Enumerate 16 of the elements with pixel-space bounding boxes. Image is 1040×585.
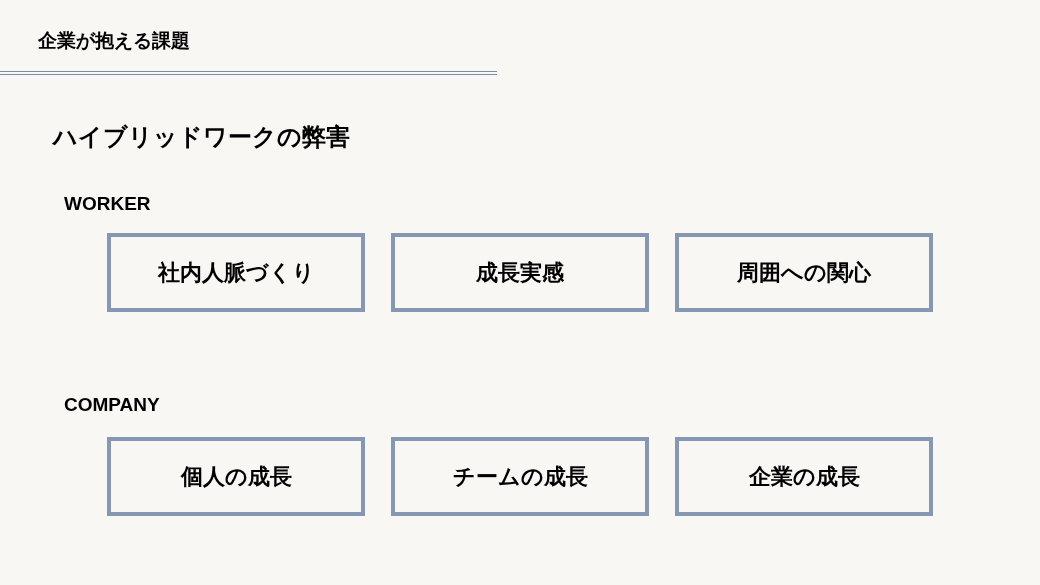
box-label: 個人の成長 [180, 462, 292, 491]
box-label: チームの成長 [452, 462, 588, 491]
box-label: 社内人脈づくり [157, 258, 315, 287]
item-box [391, 437, 649, 516]
box-label: 周囲への関心 [737, 258, 871, 287]
item-box [107, 233, 365, 312]
section-heading: ハイブリッドワークの弊害 [53, 122, 350, 152]
item-box [107, 437, 365, 516]
item-box [675, 233, 933, 312]
page-title: 企業が抱える課題 [38, 29, 190, 53]
group-label: COMPANY [64, 393, 160, 417]
item-box [675, 437, 933, 516]
group-label: WORKER [64, 192, 151, 216]
box-label: 成長実感 [476, 258, 564, 287]
item-box [391, 233, 649, 312]
box-label: 企業の成長 [748, 462, 860, 491]
